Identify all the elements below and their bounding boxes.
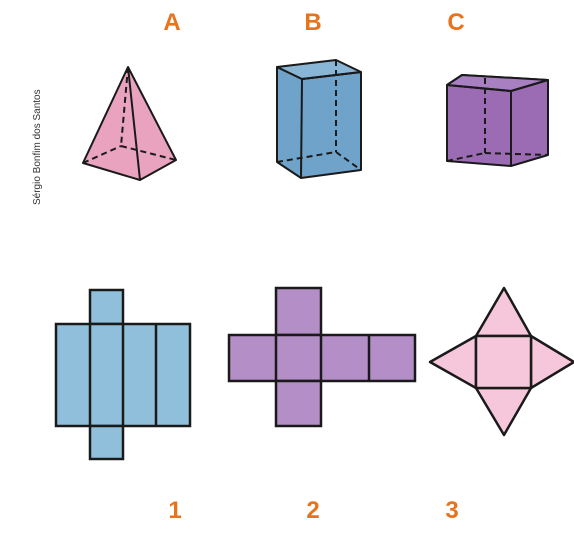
net-label-3: 3 [445, 497, 459, 524]
net-rectangular-prism [54, 288, 192, 461]
solid-cube [446, 74, 549, 167]
net-cube [227, 286, 417, 428]
solid-pyramid [82, 66, 177, 181]
net-label-1: 1 [168, 497, 182, 524]
solid-rectangular-prism [276, 59, 362, 179]
solid-label-b: B [304, 9, 322, 36]
solid-label-a: A [163, 9, 181, 36]
net-square-pyramid [428, 286, 574, 437]
net-label-2: 2 [306, 497, 320, 524]
solid-label-c: C [447, 9, 465, 36]
